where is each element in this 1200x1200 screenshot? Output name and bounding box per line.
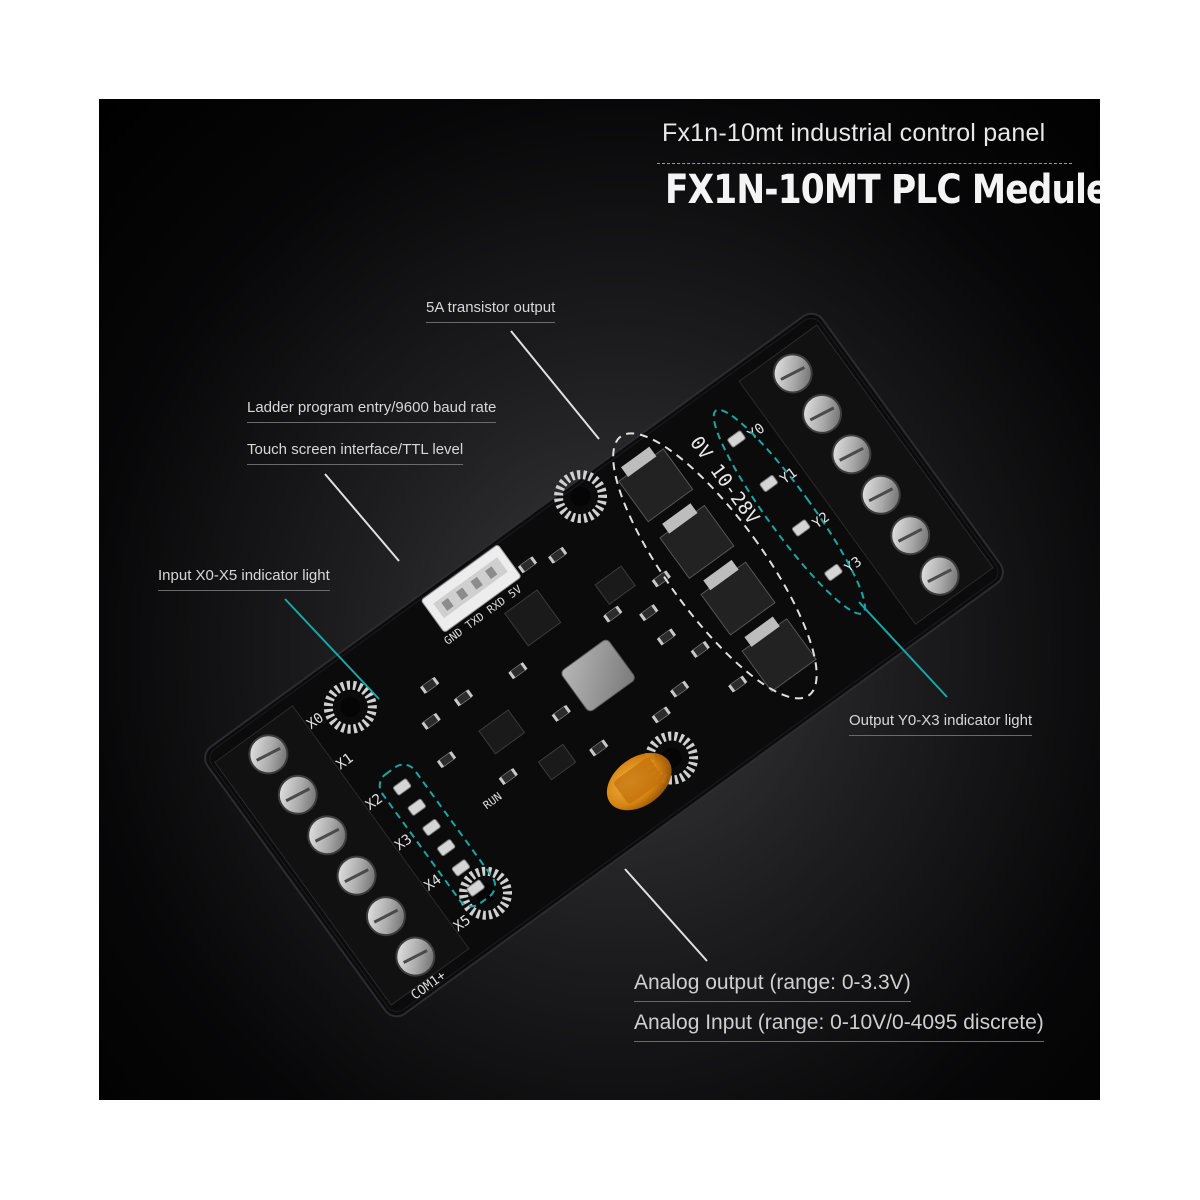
terminal-screw [890,515,931,556]
terminal-screw [919,555,960,596]
output-led [759,475,778,492]
product-subtitle: Fx1n-10mt industrial control panel [662,119,1046,147]
terminal-screw [307,815,348,856]
input-led [393,778,412,796]
output-led-highlight [712,408,866,615]
transistor-highlight [612,432,818,700]
tantalum-capacitor [606,752,672,811]
terminal-screw [772,353,813,394]
terminal-screw [277,774,318,815]
output-leds [727,430,843,581]
input-led [466,879,485,897]
input-led-highlight [378,763,497,908]
title-divider [657,163,1072,164]
uart-connector [421,545,521,632]
product-title: FX1N-10MT PLC Medule [665,167,1100,213]
leader-transistor [510,330,600,440]
leader-analog [624,868,708,962]
callout-analog-output: Analog output (range: 0-3.3V) [634,971,911,1002]
output-led [727,430,746,448]
terminal-screw [395,936,436,977]
input-terminal-block [214,705,470,1006]
leader-output [858,601,948,698]
plc-board-photo: 0V 10-28V GND TXD RXD 5V RUN COM1+ X0X1X… [204,312,1004,1018]
callout-touch-screen: Touch screen interface/TTL level [247,441,464,465]
terminal-screw [860,474,901,515]
output-led [791,519,811,537]
input-led [451,859,471,877]
output-terminal-block [738,324,994,625]
callout-transistor-output: 5A transistor output [426,299,556,323]
callout-ladder-program: Ladder program entry/9600 baud rate [247,399,497,423]
input-led [407,798,426,816]
terminal-screw [365,896,406,937]
leader-uart [324,473,400,562]
output-led [824,564,843,581]
output-transistors [618,446,817,693]
input-led [437,839,456,857]
terminal-screw [802,393,843,434]
callout-analog-input: Analog Input (range: 0-10V/0-4095 discre… [634,1011,1044,1042]
terminal-screw [336,855,377,896]
callout-input-indicator: Input X0-X5 indicator light [158,567,330,591]
terminal-screw [248,734,289,775]
inductor [561,639,635,712]
leader-input [284,598,380,700]
mcu-chip [504,589,562,647]
input-leds [393,778,485,897]
callout-output-indicator: Output Y0-X3 indicator light [849,712,1033,736]
input-led [422,818,441,836]
terminal-screw [831,434,872,475]
